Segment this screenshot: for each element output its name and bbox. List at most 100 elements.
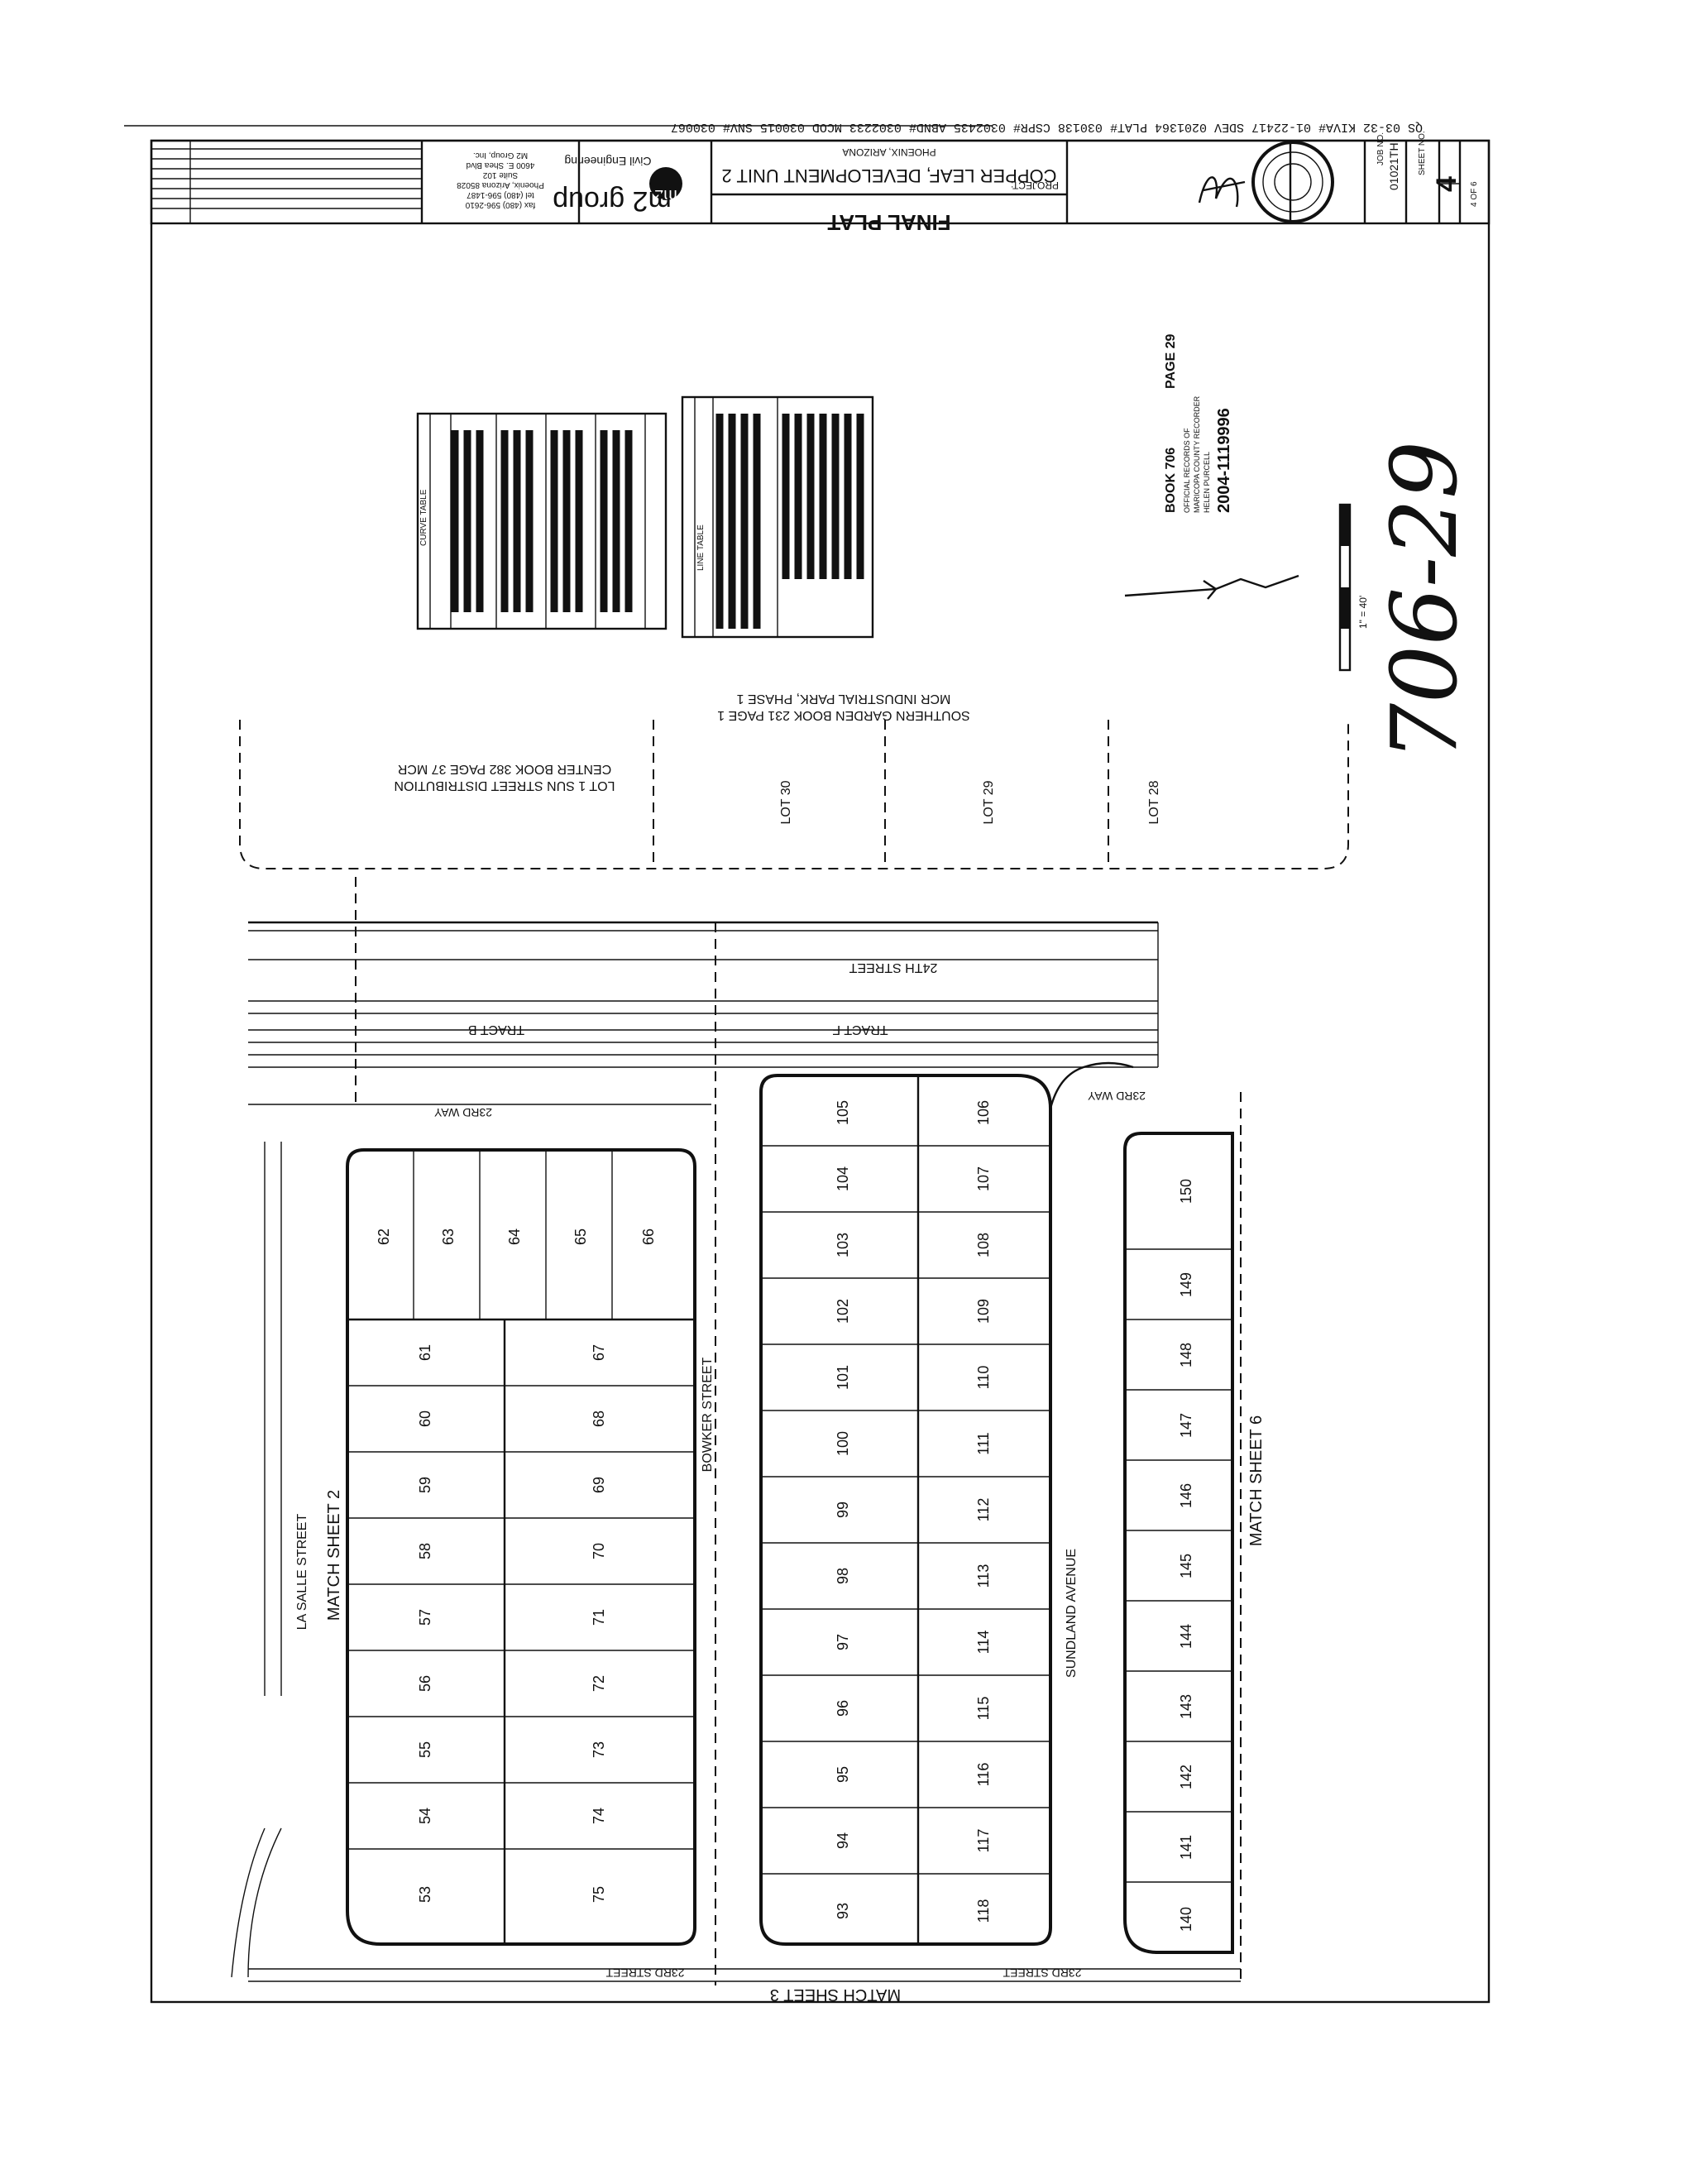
lot-145: 145 [1178,1554,1194,1578]
lot-74: 74 [591,1808,607,1824]
sheet-no-label: SHEET NO. [1418,131,1427,175]
lot-140: 140 [1178,1907,1194,1932]
curve-table: CURVE TABLE [416,412,668,630]
lot-103: 103 [835,1233,851,1257]
lot-116: 116 [975,1763,992,1787]
tract-b-label: TRACT B [468,1023,524,1037]
lot-98: 98 [835,1568,851,1584]
lot-101: 101 [835,1365,851,1390]
street-23rd-way-right: 23RD WAY [1087,1090,1146,1103]
lot-numbers-c: 105 104 103 102 101 100 99 98 97 96 95 9… [835,1100,851,1919]
street-sundland: SUNDLAND AVENUE [1065,1549,1079,1678]
svg-text:Phoenix, Arizona 85028: Phoenix, Arizona 85028 [457,180,544,189]
lot-65: 65 [572,1228,589,1245]
lot-69: 69 [591,1477,607,1493]
lot-75: 75 [591,1886,607,1903]
svg-text:PHOENIX, ARIZONA: PHOENIX, ARIZONA [842,146,936,158]
svg-text:BOWKER STREET: BOWKER STREET [701,1357,715,1472]
match-sheet-3: MATCH SHEET 3 [770,1985,901,2004]
svg-text:SOUTHERN GARDEN BOOK 231 PAGE: SOUTHERN GARDEN BOOK 231 PAGE 1 [717,708,970,722]
lot-28-label: LOT 28 [1147,780,1161,824]
lot-94: 94 [835,1832,851,1849]
lot-143: 143 [1178,1694,1194,1719]
lot-63: 63 [440,1228,457,1245]
svg-text:SHEET NO.: SHEET NO. [1418,131,1427,175]
lasalle-curve [231,1827,282,1978]
lot-100: 100 [835,1431,851,1456]
lot-numbers-b: 67 68 69 70 71 72 73 74 75 [591,1344,607,1903]
svg-text:706-29: 706-29 [1371,441,1477,761]
svg-text:M2 Group, Inc.: M2 Group, Inc. [473,151,528,160]
svg-text:TRACT B: TRACT B [468,1023,524,1037]
svg-text:PROJECT:: PROJECT: [1011,180,1059,191]
southern-garden-label: SOUTHERN GARDEN BOOK 231 PAGE 1 MCR INDU… [717,692,970,722]
lot-96: 96 [835,1700,851,1717]
lot-144: 144 [1178,1624,1194,1649]
street-24th: 24TH STREET [849,960,937,975]
svg-text:1" = 40': 1" = 40' [1357,596,1369,629]
lot-70: 70 [591,1543,607,1559]
block-b-boundary [759,1074,1052,1946]
svg-text:CENTER BOOK 382 PAGE 37 MCR: CENTER BOOK 382 PAGE 37 MCR [398,762,611,776]
svg-text:2004-1119996: 2004-1119996 [1215,408,1233,513]
svg-text:23RD WAY: 23RD WAY [433,1106,492,1119]
svg-text:m2: m2 [654,186,677,204]
svg-text:LOT 28: LOT 28 [1147,780,1161,824]
svg-text:OFFICIAL RECORDS OF: OFFICIAL RECORDS OF [1183,428,1191,513]
svg-text:COPPER LEAF, DEVELOPMENT UNIT: COPPER LEAF, DEVELOPMENT UNIT 2 [721,165,1056,186]
project-name: COPPER LEAF, DEVELOPMENT UNIT 2 [721,165,1056,186]
lot-64: 64 [506,1228,523,1245]
lot-110: 110 [975,1366,992,1390]
lot-147: 147 [1178,1413,1194,1438]
surveyor-seal [1198,141,1334,223]
svg-text:JOB NO.: JOB NO. [1376,132,1385,165]
tract-f-label: TRACT F [832,1023,888,1037]
scale-bar: 1" = 40' [1338,503,1369,672]
lot-146: 146 [1178,1483,1194,1508]
top-note: QS 03-32 KIVA# 01-22417 SDEV 0201364 PLA… [671,120,1423,134]
lot-29-label: LOT 29 [982,780,996,824]
svg-text:CURVE TABLE: CURVE TABLE [419,489,428,546]
svg-text:m2 group: m2 group [553,185,672,217]
lot-108: 108 [975,1233,992,1257]
svg-text:tel (480) 596-1487: tel (480) 596-1487 [467,190,534,199]
block-c-boundary [1123,1132,1234,1954]
svg-text:QS 03-32 KIVA# 01-22417 SDEV: QS 03-32 KIVA# 01-22417 SDEV 0201364 PLA… [671,120,1423,134]
street-bowker: BOWKER STREET [701,1357,715,1472]
match-sheet-6: MATCH SHEET 6 [1247,1415,1266,1546]
lot-99: 99 [835,1502,851,1518]
lot-115: 115 [975,1697,992,1721]
project-location: PHOENIX, ARIZONA [842,146,936,158]
sun-street-label: LOT 1 SUN STREET DISTRIBUTION CENTER BOO… [394,762,615,793]
firm-logo: m2 m2 group Civil Engineering [553,155,682,217]
svg-text:23RD STREET: 23RD STREET [605,1966,684,1980]
street-23rd-way-left: 23RD WAY [433,1106,492,1119]
lot-numbers-e: 150 149 148 147 146 145 144 143 142 141 … [1178,1179,1194,1932]
svg-text:FINAL PLAT: FINAL PLAT [827,210,950,235]
svg-text:MATCH SHEET 3: MATCH SHEET 3 [770,1985,901,2004]
lot-93: 93 [835,1903,851,1919]
svg-text:Suite 102: Suite 102 [482,170,518,180]
lot-109: 109 [975,1299,992,1324]
lot-73: 73 [591,1741,607,1758]
lot-60: 60 [417,1410,433,1427]
svg-text:LOT 30: LOT 30 [779,780,793,824]
svg-text:MATCH SHEET 2: MATCH SHEET 2 [325,1490,343,1621]
lot-67: 67 [591,1344,607,1361]
sheet-of: 4 OF 6 [1470,181,1479,207]
svg-text:Civil Engineering: Civil Engineering [564,155,651,168]
svg-text:MARICOPA COUNTY RECORDER: MARICOPA COUNTY RECORDER [1193,395,1201,513]
svg-text:MCR INDUSTRIAL PARK, PHASE 1: MCR INDUSTRIAL PARK, PHASE 1 [737,692,951,706]
lot-71: 71 [591,1609,607,1626]
job-no-label: JOB NO. [1376,132,1385,165]
lot-150: 150 [1178,1179,1194,1204]
svg-text:23RD STREET: 23RD STREET [1003,1966,1081,1980]
lot-53: 53 [417,1886,433,1903]
block-a-boundary [346,1148,696,1946]
north-arrow-icon [1124,574,1299,600]
recording-stamp: BOOK 706 PAGE 29 OFFICIAL RECORDS OF MAR… [1164,334,1233,514]
svg-text:BOOK 706: BOOK 706 [1164,448,1178,513]
svg-text:TRACT F: TRACT F [832,1023,888,1037]
street-23rd-right: 23RD STREET [1003,1966,1081,1980]
line-table: LINE TABLE [681,395,874,639]
